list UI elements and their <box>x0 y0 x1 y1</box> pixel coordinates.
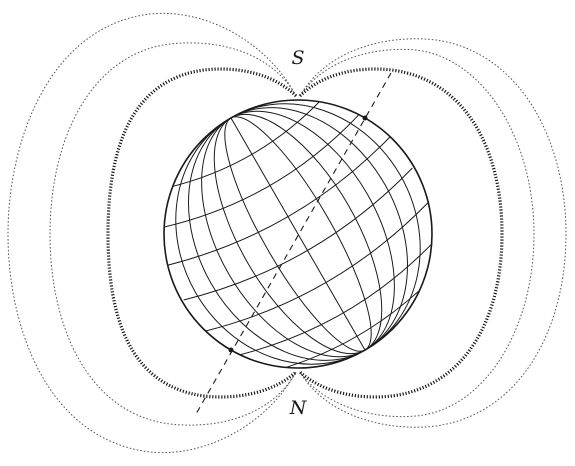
beaded-loop-right <box>300 69 502 397</box>
beaded-field-loops <box>108 69 502 397</box>
north-pole-label: N <box>289 397 308 419</box>
meridians <box>115 51 481 417</box>
beaded-loop-left <box>108 69 296 397</box>
globe <box>115 51 481 417</box>
field-line-right-1 <box>300 39 566 427</box>
field-lines <box>8 13 566 452</box>
south-pole-label: S <box>291 47 304 69</box>
field-line-left-1 <box>8 13 296 452</box>
